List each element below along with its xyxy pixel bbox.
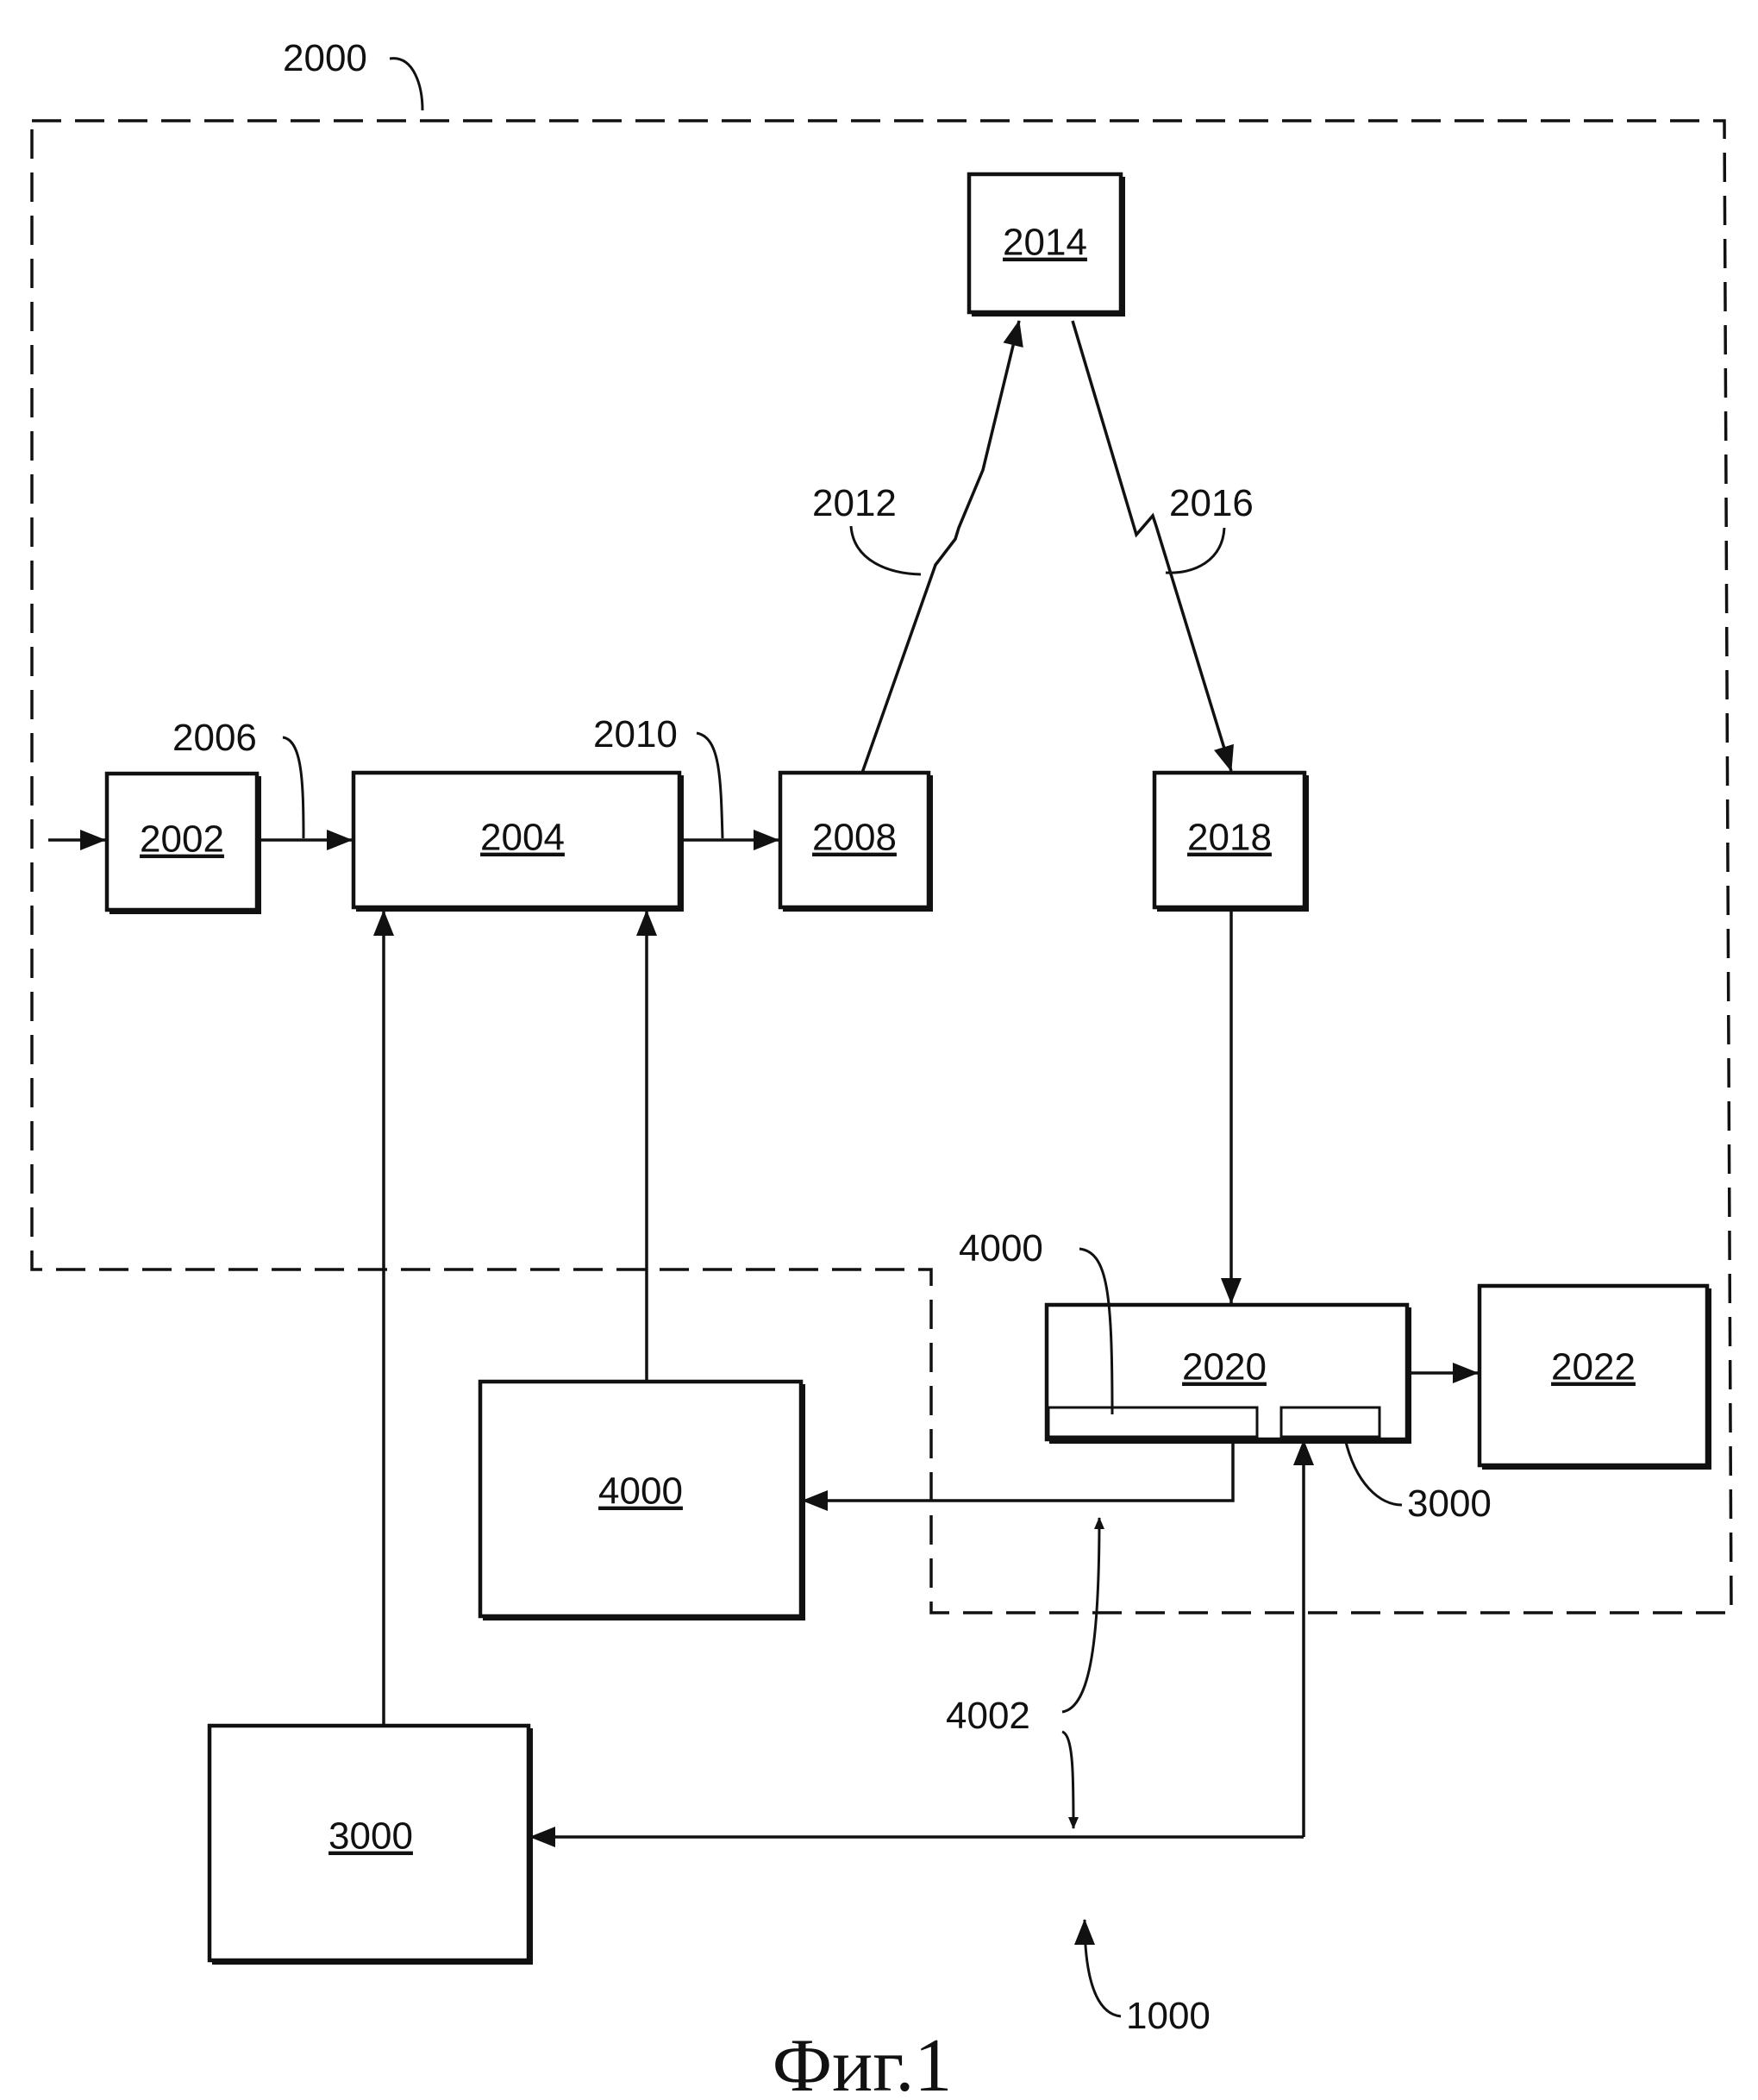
leader-2000: [390, 59, 422, 110]
box-2018: 2018: [1154, 773, 1309, 912]
box-2004: 2004: [353, 773, 684, 912]
arrow-2020-to-4000: [803, 1440, 1233, 1501]
link-2016: [1073, 321, 1231, 771]
leader-1000: [1085, 1920, 1121, 2016]
leader-2006: [283, 737, 303, 838]
ref-2006: 2006: [172, 717, 257, 759]
leader-2016: [1166, 528, 1224, 573]
ref-2016: 2016: [1169, 482, 1254, 524]
box-4000-label: 4000: [598, 1470, 683, 1513]
box-2014: 2014: [969, 174, 1125, 317]
box-2008-label: 2008: [812, 817, 897, 859]
link-2012: [862, 321, 1019, 773]
box-2020-label: 2020: [1182, 1346, 1267, 1389]
box-2022: 2022: [1480, 1286, 1711, 1470]
ref-3000: 3000: [1407, 1483, 1492, 1525]
box-2008: 2008: [780, 773, 933, 912]
box-2004-label: 2004: [480, 817, 565, 859]
ref-2000: 2000: [283, 37, 367, 79]
box-4000: 4000: [480, 1382, 805, 1620]
figure-caption: Фиг.1: [773, 2024, 953, 2100]
ref-1000: 1000: [1126, 1995, 1211, 2037]
box-2018-label: 2018: [1187, 817, 1272, 859]
box-3000-label: 3000: [328, 1815, 413, 1858]
leader-2012: [851, 526, 921, 574]
ref-4000: 4000: [959, 1227, 1043, 1269]
ref-4002: 4002: [946, 1695, 1030, 1737]
leader-4002-up: [1062, 1518, 1099, 1712]
box-2014-label: 2014: [1003, 222, 1087, 264]
box-2002: 2002: [107, 774, 261, 914]
ref-2012: 2012: [812, 482, 897, 524]
box-2022-label: 2022: [1551, 1346, 1636, 1389]
ref-2010: 2010: [593, 713, 678, 755]
box-2020: 2020: [1047, 1305, 1411, 1444]
box-2002-label: 2002: [140, 818, 224, 861]
box-3000: 3000: [210, 1726, 533, 1965]
leader-4002-down: [1062, 1732, 1073, 1828]
leader-2010: [697, 733, 723, 838]
leader-3000-right: [1345, 1439, 1402, 1505]
